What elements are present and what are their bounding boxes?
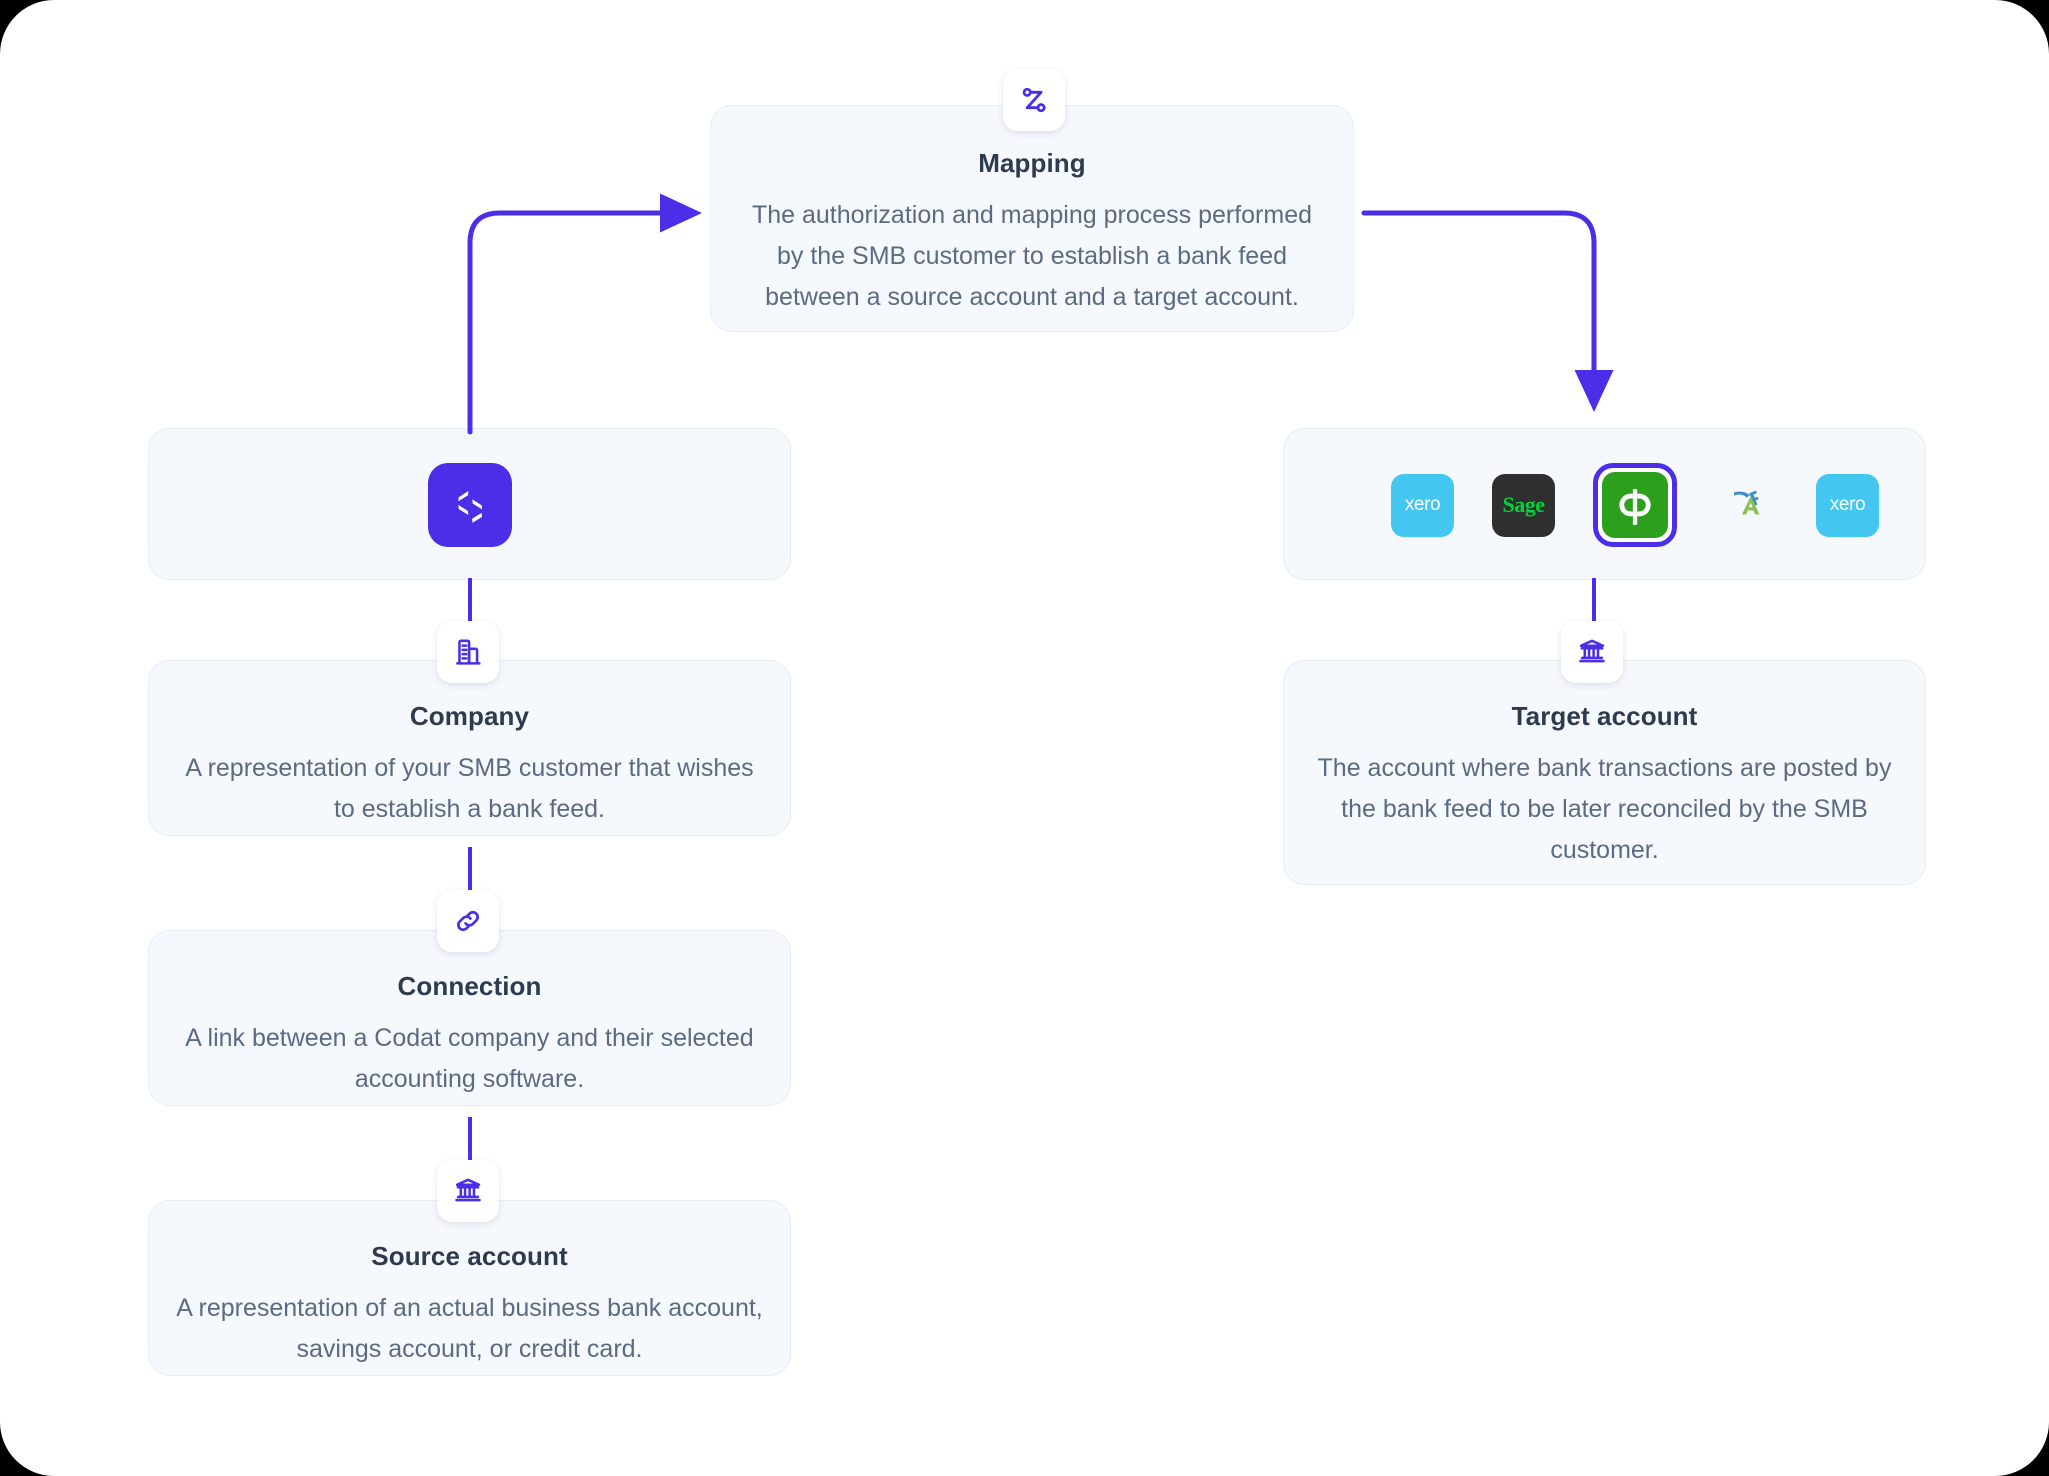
company-icon-badge (437, 621, 499, 683)
integration-tile-freeagent[interactable] (1715, 473, 1778, 537)
freeagent-logo-icon (1725, 481, 1769, 530)
mapping-route-icon (1017, 83, 1051, 117)
target-account-icon-badge (1561, 621, 1623, 683)
company-title: Company (409, 701, 530, 731)
edge-integrations-to-target (1592, 578, 1596, 650)
node-card-codat[interactable] (148, 428, 791, 580)
mapping-icon-badge (1003, 69, 1065, 131)
source-account-description: A representation of an actual business b… (176, 1294, 763, 1363)
integration-logo-list: xero Sage (1391, 463, 1879, 547)
integration-tile-quickbooks-selected[interactable] (1593, 463, 1677, 547)
node-card-company[interactable]: Company A representation of your SMB cus… (148, 660, 791, 836)
xero-logo-icon: xero (1829, 494, 1866, 515)
source-account-icon-badge (437, 1160, 499, 1222)
integrations-card[interactable]: xero Sage (1283, 428, 1926, 580)
integration-tile-xero-2[interactable]: xero (1816, 473, 1879, 537)
integration-tile-xero-1[interactable]: xero (1391, 473, 1454, 537)
edge-codat-to-mapping (467, 193, 703, 435)
mapping-description: The authorization and mapping process pe… (751, 201, 1313, 311)
node-card-source-account[interactable]: Source account A representation of an ac… (148, 1200, 791, 1376)
bank-icon (452, 1175, 484, 1207)
connection-icon-badge (437, 890, 499, 952)
target-account-title: Target account (1511, 701, 1698, 731)
target-account-description: The account where bank transactions are … (1317, 754, 1892, 864)
edge-codat-to-company (468, 578, 472, 650)
xero-logo-icon: xero (1404, 494, 1441, 515)
quickbooks-logo-icon (1602, 472, 1668, 538)
connection-description: A link between a Codat company and their… (185, 1024, 754, 1093)
bank-icon (1576, 636, 1608, 668)
codat-logo-icon (428, 463, 512, 547)
edge-mapping-to-integrations (1361, 210, 1614, 413)
node-card-connection[interactable]: Connection A link between a Codat compan… (148, 930, 791, 1106)
company-description: A representation of your SMB customer th… (185, 754, 754, 823)
mapping-title: Mapping (978, 148, 1086, 178)
sage-logo-icon: Sage (1502, 492, 1546, 517)
edge-company-to-connection (468, 847, 472, 919)
integration-tile-sage[interactable]: Sage (1492, 473, 1555, 537)
building-icon (452, 636, 484, 668)
source-account-title: Source account (371, 1241, 568, 1271)
connection-title: Connection (397, 971, 542, 1001)
node-card-target-account[interactable]: Target account The account where bank tr… (1283, 660, 1926, 885)
edge-connection-to-source (468, 1117, 472, 1189)
node-card-mapping[interactable]: Mapping The authorization and mapping pr… (710, 105, 1354, 332)
link-icon (452, 905, 484, 937)
